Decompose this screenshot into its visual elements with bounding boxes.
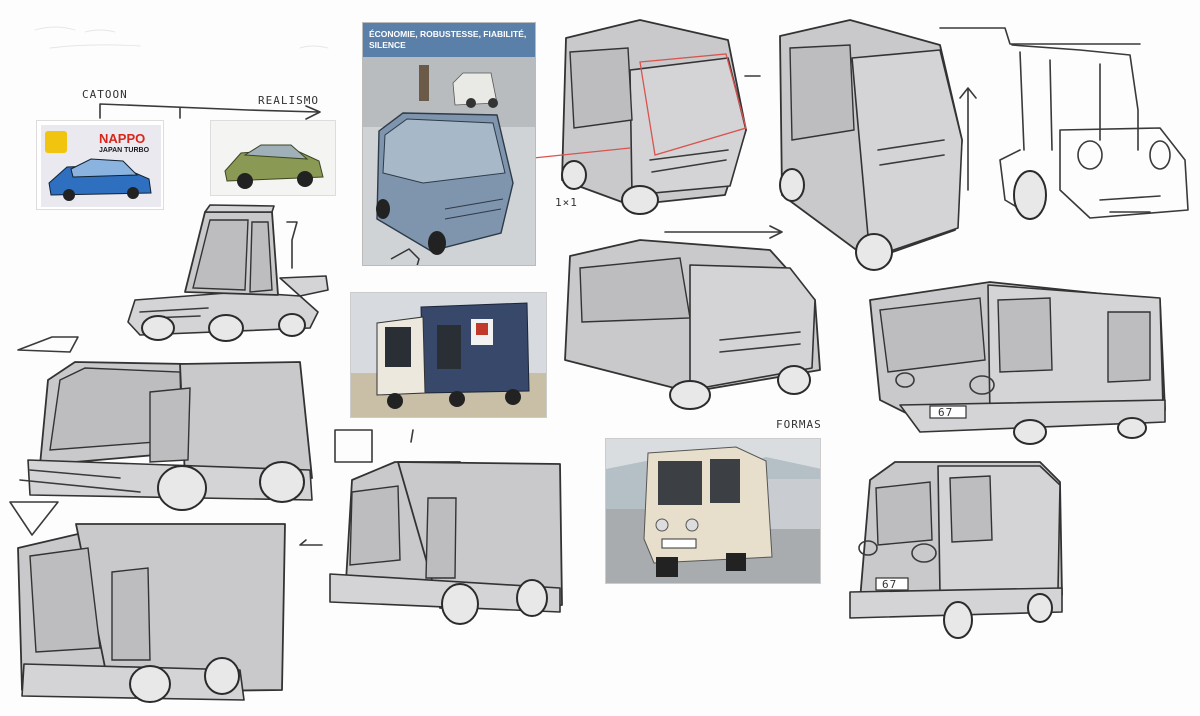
truck-sketch-left-1: [17, 336, 313, 511]
toy-box-model: JAPAN TURBO: [99, 147, 150, 154]
plate-text-2: 67: [882, 578, 897, 591]
truck-sketch-middle: [329, 429, 563, 625]
cartoon-car-sketch: [127, 204, 329, 342]
van-sketch-center-top: [494, 19, 761, 215]
truck-sketch-left-2: [9, 501, 323, 703]
label-realism: REALISMO: [258, 94, 319, 107]
green-car-reference: [210, 120, 336, 196]
label-scale: 1×1: [555, 196, 578, 209]
faint-notes: [34, 26, 329, 49]
microcar-reference: [605, 438, 821, 584]
van-sketch-center-mid: 1×1: [555, 196, 821, 410]
plate-text-1: 67: [938, 406, 953, 419]
cabin-line-sketch-right: [939, 27, 1189, 220]
toy-box-reference: NAPPO JAPAN TURBO: [36, 120, 164, 210]
van-sketch-right-top: [779, 19, 977, 271]
label-cartoon: CATOON: [82, 88, 128, 101]
brochure-headline: ÉCONOMIE, ROBUSTESSE, FIABILITÉ, SILENCE: [369, 29, 527, 50]
box-van-sketch-right-mid: 67 FORMAS: [776, 281, 1166, 445]
cartoon-realism-arrow: CATOON REALISMO: [82, 88, 321, 120]
brochure-reference: ÉCONOMIE, ROBUSTESSE, FIABILITÉ, SILENCE: [362, 22, 536, 266]
box-van-sketch-right-bottom: 67: [849, 461, 1063, 639]
delivery-truck-reference: [350, 292, 547, 418]
toy-box-brand: NAPPO: [99, 131, 146, 146]
label-forms: FORMAS: [776, 418, 822, 431]
